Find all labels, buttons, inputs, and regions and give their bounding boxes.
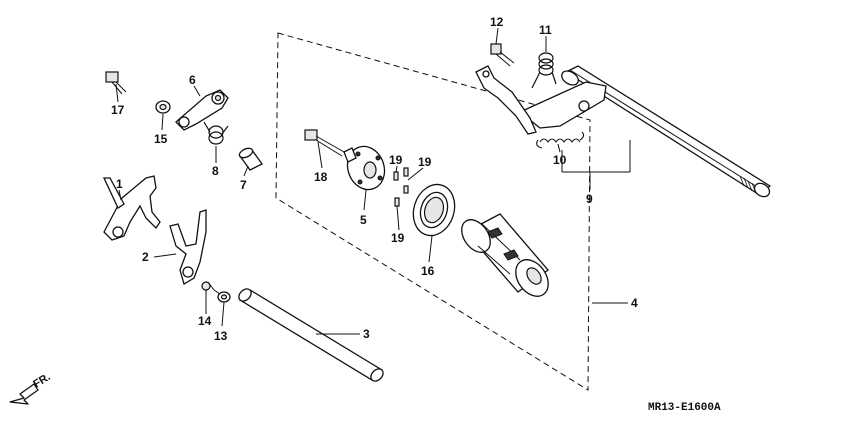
subassembly-dashed-box: [275, 32, 591, 391]
label-12: 12: [490, 15, 504, 29]
bearing-16: [412, 183, 456, 237]
bolt-13: [213, 289, 231, 303]
bolt-12: [490, 43, 515, 67]
label-1: 1: [116, 177, 123, 191]
label-10: 10: [553, 153, 567, 167]
fork-shaft-3: [238, 288, 384, 382]
bolt-17: [105, 71, 127, 95]
stopper-arm-6: [175, 89, 229, 131]
spring-8: [203, 121, 229, 145]
label-16: 16: [421, 264, 435, 278]
collar-7: [238, 147, 263, 171]
shift-drum: [461, 213, 549, 297]
fork-pin-14: [201, 281, 215, 291]
drum-center-5: [343, 145, 386, 191]
shift-shaft: [475, 65, 772, 198]
label-5: 5: [360, 213, 367, 227]
label-3: 3: [363, 327, 370, 341]
label-14: 14: [198, 314, 212, 328]
label-11: 11: [539, 23, 552, 37]
leader-lines: [115, 27, 631, 335]
label-8: 8: [212, 164, 219, 178]
label-19a: 19: [389, 153, 403, 167]
shift-fork-2: [169, 209, 207, 285]
label-17: 17: [111, 103, 125, 117]
label-6: 6: [189, 73, 196, 87]
front-arrow-icon: [9, 383, 39, 405]
label-18: 18: [314, 170, 328, 184]
washer-15: [155, 100, 171, 114]
spring-11: [531, 52, 557, 89]
label-19b: 19: [418, 155, 432, 169]
label-4: 4: [631, 296, 638, 310]
diagram-code: MR13-E1600A: [648, 402, 721, 414]
label-13: 13: [214, 329, 228, 343]
label-7: 7: [240, 178, 247, 192]
spring-10: [536, 131, 585, 149]
shift-fork-1: [102, 175, 161, 241]
label-15: 15: [154, 132, 168, 146]
bolt-18: [304, 129, 345, 157]
label-19c: 19: [391, 231, 405, 245]
label-9: 9: [586, 192, 593, 206]
pins-19: [393, 167, 409, 207]
label-2: 2: [142, 250, 149, 264]
